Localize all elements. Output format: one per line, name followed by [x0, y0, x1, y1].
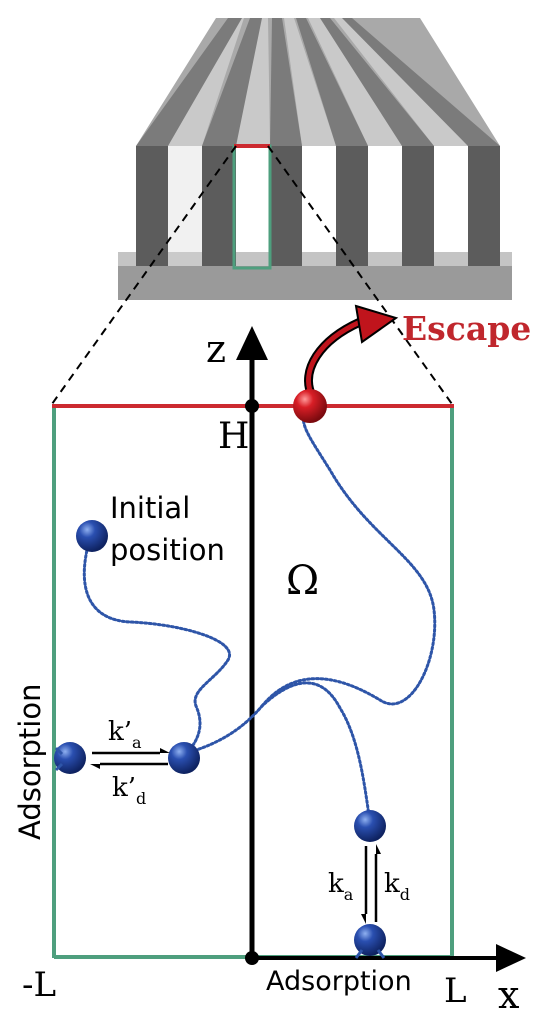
domain-label: Ω: [286, 558, 319, 604]
adsorption-bottom-label: Adsorption: [266, 966, 412, 997]
grating-fin-sides: [168, 18, 468, 146]
z-axis-arrowhead: [236, 326, 268, 360]
k-a-label: ka: [328, 869, 354, 904]
particle-near-bottom: [354, 810, 386, 842]
origin-dot: [245, 951, 259, 965]
axes: [236, 326, 526, 972]
initial-position-line1: Initial: [110, 491, 190, 525]
particles: [54, 389, 386, 959]
trajectory-to-escape: [260, 402, 437, 708]
k-prime-d-label: k’d: [112, 773, 146, 808]
x-axis-label: x: [498, 973, 519, 1017]
particle-initial: [76, 520, 108, 552]
trajectory: [82, 402, 437, 824]
grating-fin-tops: [136, 18, 500, 146]
zoom-line-right: [267, 145, 453, 405]
escape-arrow: [304, 304, 399, 398]
selected-groove-outline: [232, 144, 272, 270]
minus-l-label: -L: [22, 965, 56, 1005]
escape-label: Escape: [402, 309, 531, 348]
adsorption-side-label: Adsorption: [13, 684, 47, 840]
particle-near-wall: [168, 742, 200, 774]
particle-escaping: [293, 389, 327, 423]
trajectory-wall-to-bottom: [188, 681, 372, 824]
grating-base: [118, 266, 512, 300]
height-dot: [245, 399, 259, 413]
height-label: H: [218, 416, 249, 457]
rate-arrows-bottom: [361, 844, 381, 924]
zoom-line-left: [51, 145, 237, 405]
trajectory-initial-to-wall: [82, 536, 232, 758]
grating-illustration: [118, 18, 512, 300]
grating-fin-fronts: [136, 146, 500, 266]
k-d-label: kd: [384, 869, 410, 904]
initial-position-line2: position: [110, 533, 225, 567]
particle-adsorbed-bottom: [354, 924, 386, 956]
k-prime-a-label: k’a: [108, 717, 142, 752]
plus-l-label: L: [444, 971, 467, 1011]
rate-arrows-wall: [90, 748, 170, 769]
z-axis-label: z: [206, 327, 226, 371]
x-axis-arrowhead: [496, 944, 526, 972]
